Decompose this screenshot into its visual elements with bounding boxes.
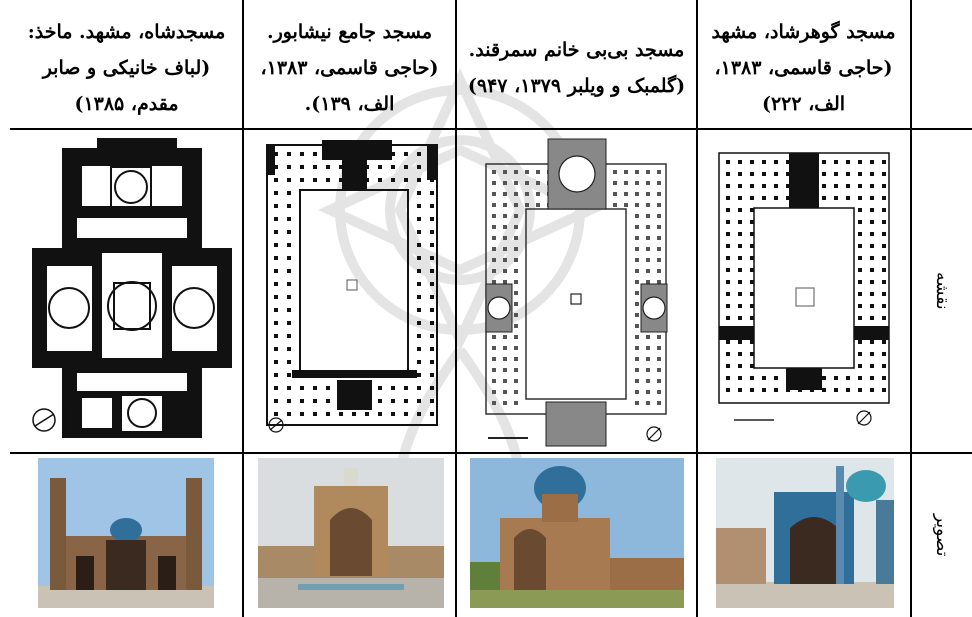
header-cell-neyshabur: مسجد جامع نیشابور. (حاجی قاسمی، ۱۳۸۳، ال… — [243, 8, 456, 128]
plan-image-goharshad — [718, 152, 890, 426]
photo-image-goharshad — [716, 458, 894, 608]
plan-image-shah — [32, 138, 232, 438]
header-cell-bibikhanum: مسجد بی‌بی خانم سمرقند. (گلمبک و ویلبر ۱… — [456, 8, 697, 128]
grid-line — [455, 0, 457, 617]
grid-line — [910, 0, 912, 617]
grid-line — [10, 128, 972, 130]
row-label-plan-text: نقشه — [932, 272, 952, 310]
header-text-neyshabur: مسجد جامع نیشابور. (حاجی قاسمی، ۱۳۸۳، ال… — [260, 21, 439, 115]
photo-image-neyshabur — [258, 458, 444, 608]
grid-line — [696, 0, 698, 617]
plan-image-bibikhanum — [485, 138, 668, 447]
header-cell-goharshad: مسجد گوهرشاد، مشهد (حاجی قاسمی، ۱۳۸۳، ال… — [697, 8, 910, 128]
grid-line — [10, 452, 972, 454]
header-text-bibikhanum: مسجد بی‌بی خانم سمرقند. (گلمبک و ویلبر ۱… — [467, 39, 686, 97]
header-text-shah: مسجدشاه، مشهد. ماخذ: (لباف خانیکی و صابر… — [27, 21, 226, 115]
grid-line — [242, 0, 244, 617]
north-arrow-icon — [268, 417, 284, 433]
photo-image-shah — [38, 458, 214, 608]
row-label-plan: نقشه — [912, 130, 972, 452]
plan-image-neyshabur — [266, 140, 438, 433]
row-label-photo: تصویر — [912, 454, 972, 617]
row-label-photo-text: تصویر — [932, 514, 952, 557]
north-arrow-icon — [646, 426, 662, 442]
header-text-goharshad: مسجد گوهرشاد، مشهد (حاجی قاسمی، ۱۳۸۳، ال… — [711, 21, 896, 115]
north-arrow-icon — [856, 410, 872, 426]
header-cell-shah: مسجدشاه، مشهد. ماخذ: (لباف خانیکی و صابر… — [10, 8, 243, 128]
north-arrow-icon — [32, 406, 67, 438]
photo-image-bibikhanum — [470, 458, 684, 608]
